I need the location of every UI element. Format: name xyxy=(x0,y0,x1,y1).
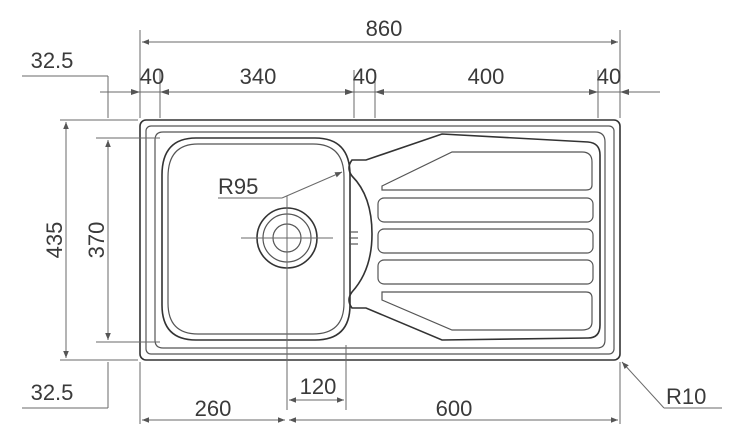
dim-seg-400: 400 xyxy=(468,64,505,89)
radius-callouts: R95 R10 xyxy=(218,171,722,409)
sink-bowl xyxy=(161,137,358,341)
sink-outline xyxy=(139,119,621,361)
dim-bowl-depth: 370 xyxy=(84,222,109,259)
dim-seg-40-a: 40 xyxy=(140,64,164,89)
dim-edge-bottom: 32.5 xyxy=(31,380,74,405)
dim-bowl-radius: R95 xyxy=(218,174,258,199)
dim-seg-40-c: 40 xyxy=(597,64,621,89)
drain-icon xyxy=(241,196,333,410)
dim-seg-340: 340 xyxy=(240,64,277,89)
dim-drain-offset: 260 xyxy=(195,396,232,421)
bottom-dimensions: 120 260 600 xyxy=(139,345,621,424)
dim-overall-width: 860 xyxy=(366,16,403,41)
dim-drain-gap: 120 xyxy=(300,374,337,399)
left-dimensions: 435 370 32.5 xyxy=(22,119,160,409)
dim-overall-depth: 435 xyxy=(42,222,67,259)
dim-edge-left: 32.5 xyxy=(31,48,74,73)
dim-corner-radius: R10 xyxy=(666,384,706,409)
drainer-board xyxy=(348,133,601,341)
top-dimensions: 860 40 340 40 400 40 32.5 xyxy=(22,16,660,118)
dim-seg-40-b: 40 xyxy=(353,64,377,89)
dim-drainer-width: 600 xyxy=(436,396,473,421)
